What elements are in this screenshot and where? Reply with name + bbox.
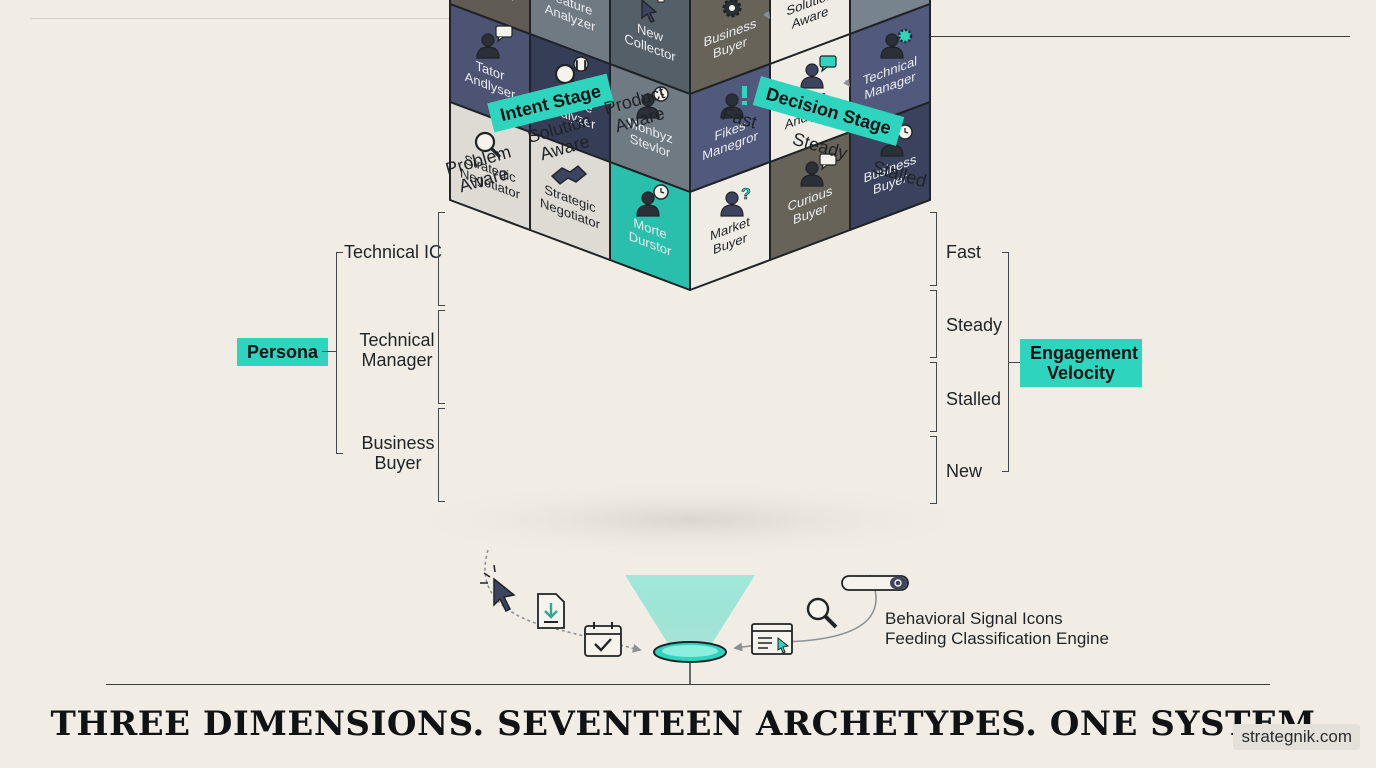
persona-tag: Persona — [237, 338, 329, 366]
archetype-block: ❙❙FeatureAnalyzer — [529, 0, 611, 65]
archetype-block: NewCollector — [609, 0, 691, 95]
person-clock-icon — [636, 184, 669, 217]
cursor-icon — [641, 0, 665, 23]
handshake-icon — [550, 165, 588, 185]
persona-row-bracket-2 — [438, 310, 445, 404]
person-chat-icon — [800, 55, 837, 89]
velocity-option-steady: Steady — [946, 315, 1003, 335]
archetype-block: MorteDurstor — [609, 161, 691, 291]
flow-arrow — [763, 11, 770, 19]
velocity-row-bracket-3 — [930, 362, 937, 432]
brand-badge: strategnik.com — [1233, 724, 1360, 750]
cube-right-face: ❙❙FeatureAnalyzer❙❙FeatureAnalyzerNewCol… — [449, 0, 691, 291]
persona-option-business-buyer: Business Buyer — [361, 433, 435, 473]
archetype-block: MonbyzStevlor — [609, 63, 691, 193]
velocity-option-new: New — [946, 461, 983, 481]
signal-caption-line-2: Feeding Classification Engine — [885, 629, 1109, 648]
persona-row-bracket-3 — [438, 408, 445, 502]
footer-title: THREE DIMENSIONS. SEVENTEEN ARCHETYPES. … — [50, 704, 1316, 744]
flow-arrows — [763, 11, 850, 87]
velocity-row-bracket-2 — [930, 290, 937, 358]
persona-bracket — [336, 252, 343, 454]
persona-bracket-stem — [322, 351, 336, 352]
flow-arrow — [843, 79, 850, 87]
persona-option-technical-ic: Technical IC — [344, 242, 443, 262]
calendar-check-icon — [584, 622, 622, 657]
top-rule-left — [30, 18, 690, 19]
magnifier-icon — [806, 597, 838, 629]
svg-text:❙❙: ❙❙ — [573, 60, 590, 71]
velocity-option-stalled: Stalled — [946, 389, 1002, 409]
velocity-row-bracket-4 — [930, 436, 937, 504]
archetype-block: TechnicalManager — [849, 3, 931, 133]
velocity-tag: Engagement Velocity — [1020, 339, 1142, 387]
cursor-icon — [480, 564, 516, 613]
svg-text:?: ? — [741, 186, 751, 203]
footer-rule — [106, 684, 1270, 685]
top-rule-right — [688, 36, 1350, 37]
archetype-block: StrategicNegotiator — [529, 131, 611, 261]
velocity-option-fast: Fast — [946, 242, 982, 262]
velocity-row-bracket-1 — [930, 212, 937, 286]
browser-icon — [751, 623, 793, 655]
persona-row-bracket-1 — [438, 212, 445, 306]
gear-icon — [722, 0, 742, 18]
archetype-block: StrategicNegotiator — [449, 101, 531, 231]
velocity-bracket-stem — [1008, 362, 1020, 363]
classification-funnel — [625, 575, 755, 684]
person-clock-icon — [636, 86, 669, 119]
person-chat-icon — [476, 25, 513, 59]
cube-left-face: ?CuriousTinkerer?SolutionAwareBusinessBu… — [689, 0, 931, 291]
person-question-icon: ? — [720, 186, 751, 217]
person-gear-icon — [880, 28, 913, 59]
persona-option-technical-manager: Technical Manager — [359, 330, 435, 370]
magnifier-icon — [474, 131, 502, 159]
search-bar-icon — [841, 575, 909, 591]
archetype-block: ?MarketBuyer — [689, 161, 771, 291]
download-icon — [537, 593, 565, 629]
signal-caption-line-1: Behavioral Signal Icons — [885, 609, 1063, 628]
person-chat-icon — [800, 153, 837, 187]
person-alert-icon — [720, 86, 747, 119]
